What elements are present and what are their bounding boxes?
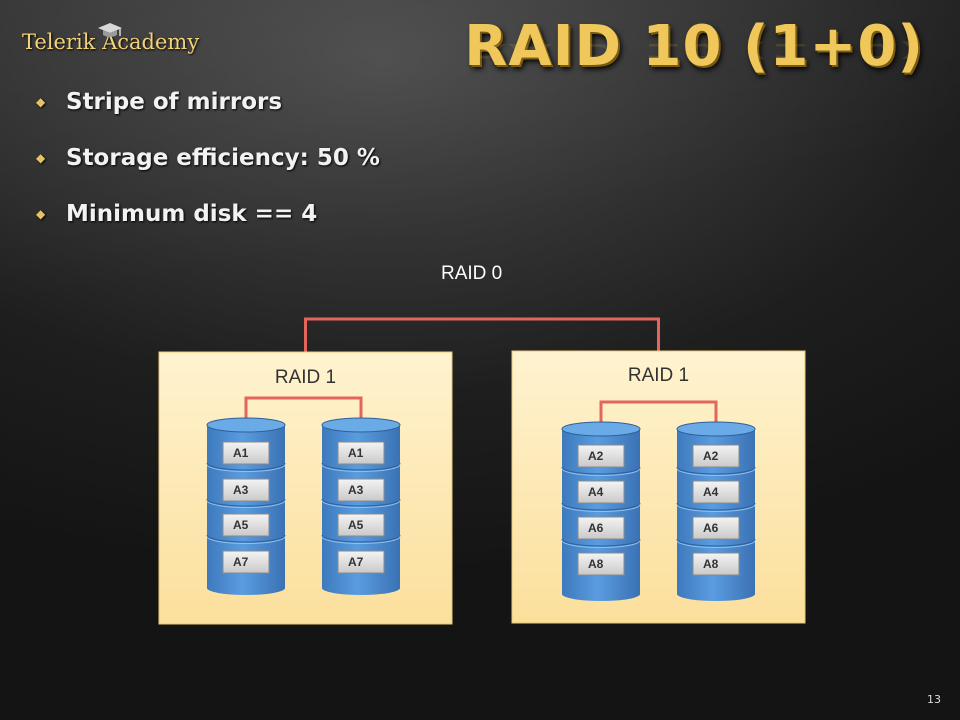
raid1-label: RAID 1 — [628, 365, 689, 386]
disk-band-line — [676, 538, 756, 547]
disk-band-highlight — [561, 468, 641, 476]
data-block — [222, 478, 270, 502]
disk-top — [321, 417, 401, 433]
data-block-label: A7 — [348, 555, 364, 569]
data-block — [692, 516, 740, 540]
disk-band-highlight — [206, 464, 286, 472]
diamond-bullet-icon: ◆ — [36, 95, 46, 109]
data-block — [692, 552, 740, 576]
disk-band-line — [206, 498, 286, 507]
bullet-text: Stripe of mirrors — [66, 89, 283, 115]
disk-band-line — [321, 462, 401, 471]
disk-band-line — [321, 498, 401, 507]
data-block — [692, 480, 740, 504]
disk-band-highlight — [561, 504, 641, 512]
data-block — [222, 441, 270, 465]
data-block-label: A2 — [588, 449, 604, 463]
data-block-label: A6 — [588, 521, 604, 535]
disk-band-line — [321, 534, 401, 543]
data-block-label: A5 — [348, 518, 364, 532]
data-block-label: A8 — [588, 557, 604, 571]
data-block-label: A3 — [348, 483, 364, 497]
page-number: 13 — [927, 693, 941, 706]
disk-band-highlight — [206, 536, 286, 544]
disk-band-highlight — [676, 468, 756, 476]
data-block — [222, 550, 270, 574]
data-block — [337, 513, 385, 537]
disk-band-line — [206, 462, 286, 471]
disk-band-highlight — [321, 536, 401, 544]
data-block-label: A4 — [703, 485, 719, 499]
data-block-label: A3 — [233, 483, 249, 497]
raid1-connector — [599, 400, 718, 430]
graduation-cap-icon — [98, 23, 122, 37]
disk-top — [676, 421, 756, 437]
data-block-label: A1 — [348, 446, 364, 460]
data-block — [692, 444, 740, 468]
data-block — [577, 552, 625, 576]
diamond-bullet-icon: ◆ — [36, 207, 46, 221]
bullet-text: Storage efficiency: 50 % — [66, 145, 380, 171]
disk-band-line — [561, 466, 641, 475]
data-block-label: A5 — [233, 518, 249, 532]
data-block — [337, 441, 385, 465]
disk-band-highlight — [321, 464, 401, 472]
bullet-item: ◆ Storage efficiency: 50 % — [36, 130, 380, 186]
raid1-panel — [158, 351, 453, 625]
disk-top — [206, 417, 286, 433]
disk-band-highlight — [206, 500, 286, 508]
data-block — [337, 550, 385, 574]
raid1-label: RAID 1 — [275, 367, 336, 388]
raid0-connector — [304, 317, 660, 352]
disk-band-highlight — [676, 504, 756, 512]
diamond-bullet-icon: ◆ — [36, 151, 46, 165]
data-block-label: A8 — [703, 557, 719, 571]
data-block-label: A2 — [703, 449, 719, 463]
disk-band-line — [561, 538, 641, 547]
disk-band-line — [676, 466, 756, 475]
disk-band-highlight — [561, 540, 641, 548]
bullet-text: Minimum disk == 4 — [66, 201, 318, 227]
data-block — [577, 444, 625, 468]
data-block-label: A7 — [233, 555, 249, 569]
data-block-label: A4 — [588, 485, 604, 499]
data-block-label: A1 — [233, 446, 249, 460]
disk-band-line — [676, 502, 756, 511]
raid0-label: RAID 0 — [441, 263, 503, 284]
disk-band-line — [561, 502, 641, 511]
data-block — [577, 516, 625, 540]
disk-band-line — [206, 534, 286, 543]
page-title: RAID 10 (1+0) — [464, 14, 924, 79]
data-block-label: A6 — [703, 521, 719, 535]
bullet-list: ◆ Stripe of mirrors ◆ Storage efficiency… — [36, 74, 380, 242]
disk-top — [561, 421, 641, 437]
raid1-panel — [511, 350, 806, 624]
disk-band-highlight — [676, 540, 756, 548]
bullet-item: ◆ Stripe of mirrors — [36, 74, 380, 130]
data-block — [337, 478, 385, 502]
bullet-item: ◆ Minimum disk == 4 — [36, 186, 380, 242]
raid1-connector — [244, 396, 363, 426]
disk-band-highlight — [321, 500, 401, 508]
data-block — [577, 480, 625, 504]
data-block — [222, 513, 270, 537]
